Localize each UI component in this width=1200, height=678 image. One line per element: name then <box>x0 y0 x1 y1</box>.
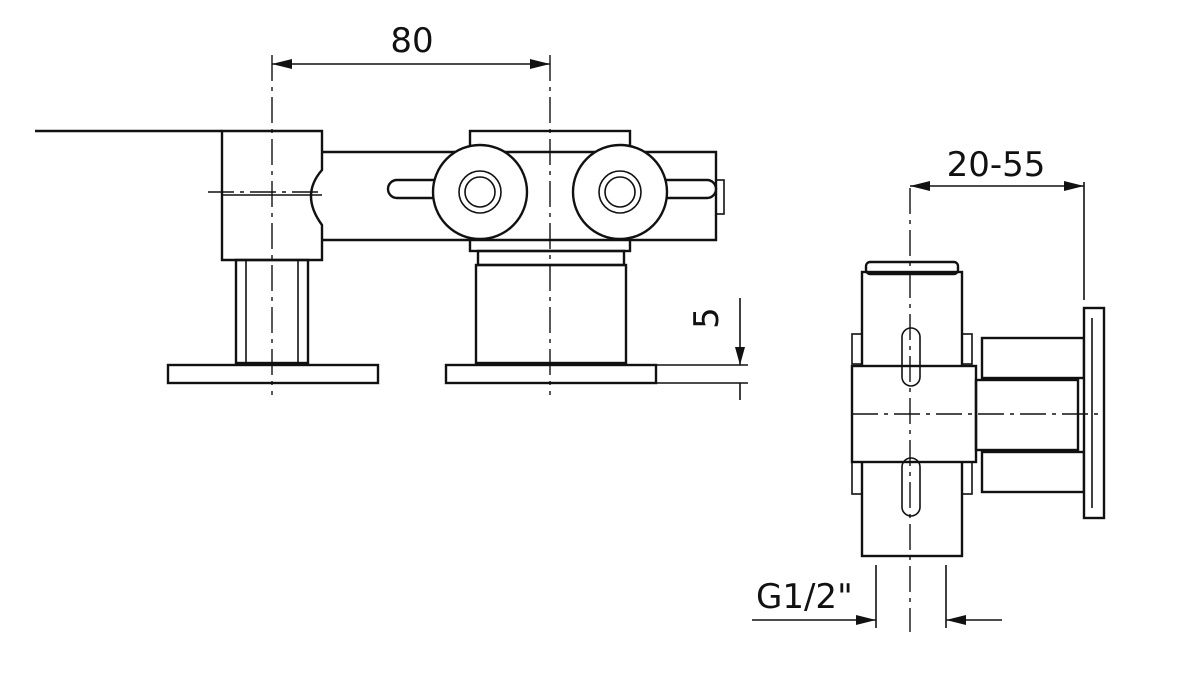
wall-plate <box>1082 306 1106 520</box>
dim-arrow <box>1064 181 1084 191</box>
upper-outlet <box>980 336 1086 380</box>
front-view: 80 5 <box>35 21 748 400</box>
left-knob-inner <box>458 170 502 214</box>
dim-arrow <box>735 347 745 365</box>
middle-outlet <box>974 378 1080 452</box>
center-base-plate <box>444 363 658 385</box>
right-knob-inner <box>598 170 642 214</box>
dim-5-label: 5 <box>687 307 727 329</box>
dim-arrow <box>856 615 876 625</box>
valve-lower-body <box>474 263 628 365</box>
side-tab <box>961 333 973 365</box>
dim-80-label: 80 <box>390 21 433 61</box>
side-tab <box>851 333 863 365</box>
left-knob-core <box>464 176 496 208</box>
side-view: 20-55 G1/2" <box>752 145 1106 632</box>
left-base-plate <box>166 363 380 385</box>
dim-arrow <box>272 59 292 69</box>
upper-slot <box>901 327 921 387</box>
right-knob <box>571 143 669 241</box>
side-tab <box>851 461 863 495</box>
lower-slot <box>901 457 921 517</box>
valve-collar <box>476 249 626 267</box>
dim-20-55-label: 20-55 <box>947 145 1046 185</box>
thread-label: G1/2" <box>756 577 853 617</box>
pipe-end-cap <box>715 179 725 215</box>
lower-outlet <box>980 450 1086 494</box>
right-knob-core <box>604 176 636 208</box>
side-top-cap <box>864 260 960 276</box>
dim-arrow <box>946 615 966 625</box>
dim-arrow <box>910 181 930 191</box>
left-knob <box>431 143 529 241</box>
side-tab <box>961 461 973 495</box>
dim-arrow <box>530 59 550 69</box>
